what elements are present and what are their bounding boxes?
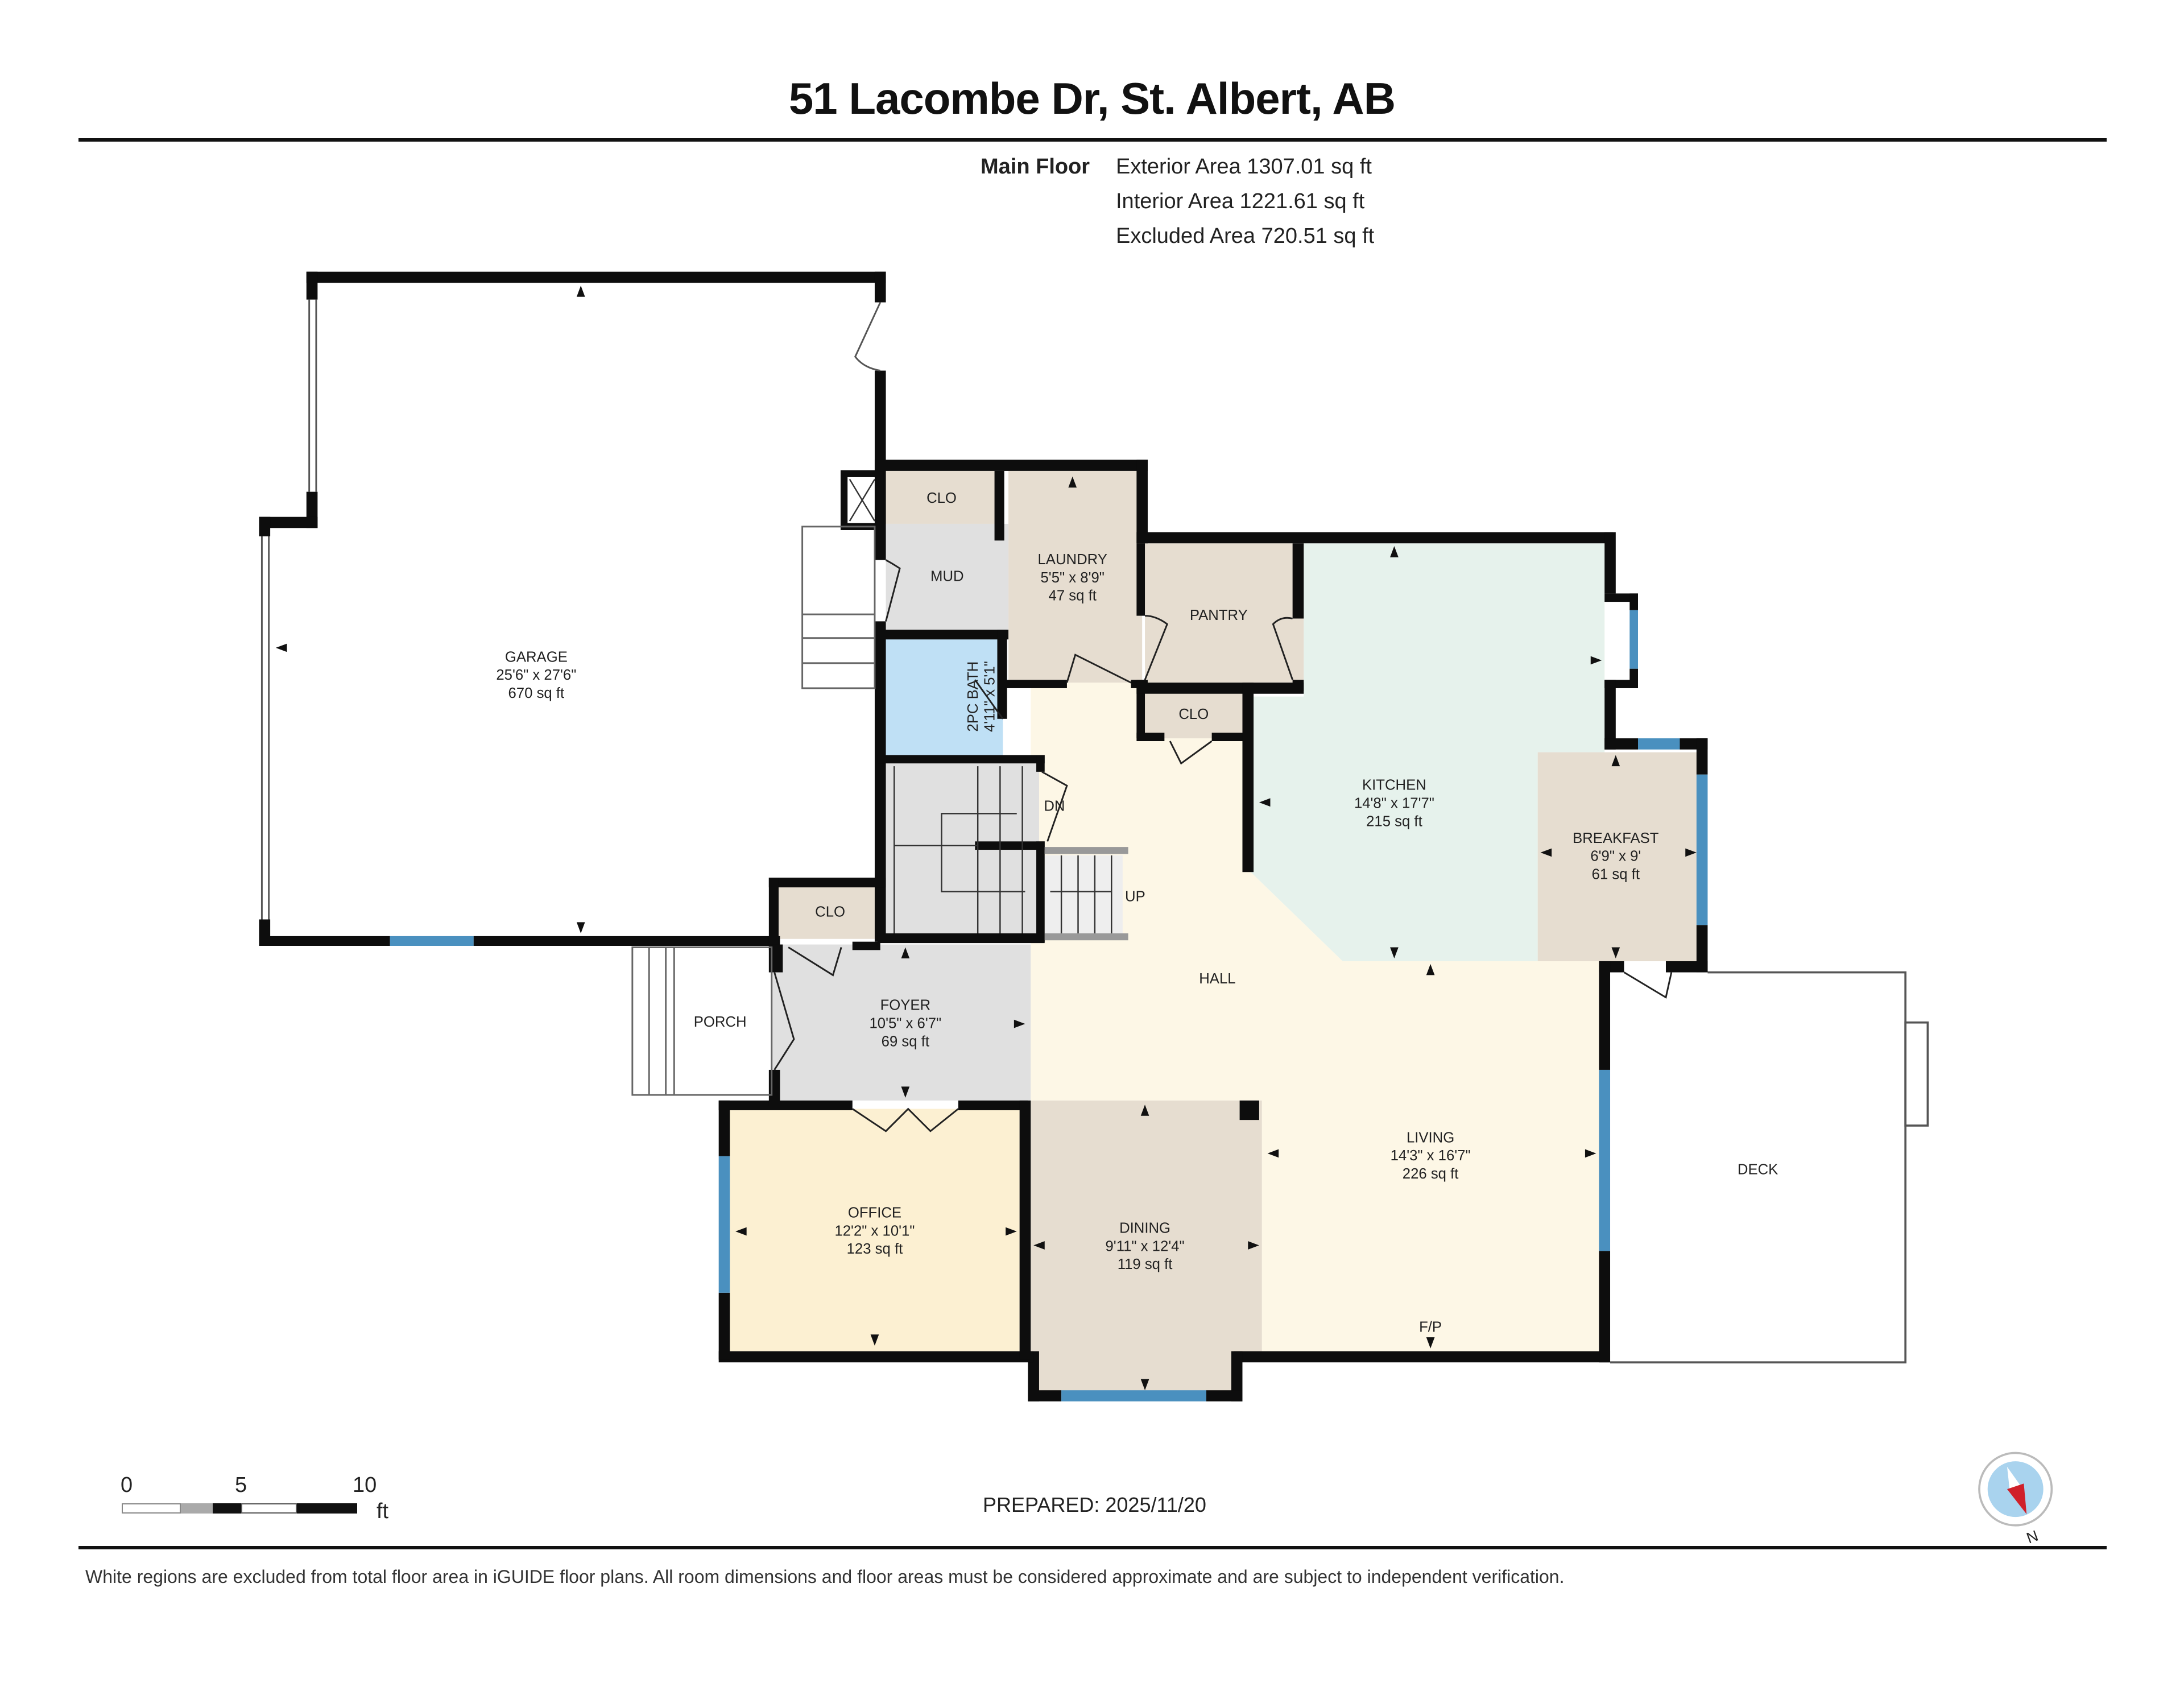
- compass-north-label: N: [2024, 1527, 2041, 1547]
- laundry-floor: [1008, 470, 1143, 683]
- foyer-floor: [771, 944, 1031, 1101]
- bath-dims: 4'11" x 5'1": [982, 661, 998, 732]
- scale-segment: [213, 1503, 241, 1514]
- garage-floor: [267, 278, 880, 939]
- stairs-floor: [886, 763, 1039, 939]
- header-divider: [78, 138, 2107, 142]
- breakfast-area: 61 sq ft: [1592, 866, 1640, 882]
- clo-foyer-floor: [777, 886, 878, 939]
- mud-label: MUD: [930, 568, 964, 584]
- kitchen-area: 215 sq ft: [1366, 813, 1422, 829]
- footer-divider: [78, 1546, 2107, 1549]
- scale-unit: ft: [377, 1499, 389, 1523]
- stairs-up-label: UP: [1125, 889, 1145, 905]
- stairs-up-floor: [1044, 855, 1123, 936]
- door-swings: [774, 559, 1673, 1132]
- stair-rails: [1044, 847, 1128, 941]
- laundry-label: LAUNDRY: [1038, 552, 1107, 568]
- breakfast-dims: 6'9" x 9': [1590, 849, 1641, 865]
- office-label: OFFICE: [848, 1205, 901, 1221]
- scale-segment: [241, 1503, 297, 1514]
- breakfast-floor: [1537, 752, 1699, 961]
- living-label: LIVING: [1407, 1130, 1454, 1146]
- exterior-area: Exterior Area 1307.01 sq ft: [1116, 155, 1372, 179]
- scale-segment: [122, 1503, 181, 1514]
- mud-floor: [886, 523, 1009, 630]
- dimension-arrows: [275, 286, 1697, 1391]
- garage-area: 670 sq ft: [508, 685, 565, 701]
- deck-label: DECK: [1738, 1162, 1778, 1178]
- garage-steps: [801, 526, 876, 689]
- scale-segment: [181, 1503, 213, 1514]
- living-area: 226 sq ft: [1403, 1166, 1459, 1182]
- office-floor: [727, 1109, 1020, 1351]
- fireplace-label: F/P: [1419, 1319, 1442, 1335]
- prepared-date: PREPARED: 2025/11/20: [983, 1493, 1206, 1516]
- foyer-dims: 10'5" x 6'7": [870, 1015, 942, 1031]
- deck-outline: [1610, 971, 1929, 1364]
- excluded-area: Excluded Area 720.51 sq ft: [1116, 224, 1375, 248]
- scale-segment: [297, 1503, 357, 1514]
- foyer-label: FOYER: [880, 998, 931, 1014]
- laundry-dims: 5'5" x 8'9": [1041, 570, 1105, 586]
- pantry-floor: [1145, 543, 1304, 683]
- kitchen-label: KITCHEN: [1362, 778, 1426, 793]
- kitchen-floor: [1251, 543, 1605, 961]
- scale-bar: 0 5 10 ft: [119, 1473, 404, 1530]
- compass-icon: N: [1978, 1452, 2053, 1547]
- garage-door-lines: [260, 299, 882, 920]
- page-title: 51 Lacombe Dr, St. Albert, AB: [788, 73, 1396, 123]
- stair-treads: [894, 766, 1112, 936]
- breakfast-label: BREAKFAST: [1573, 830, 1659, 846]
- scale-tick-5: 5: [235, 1473, 247, 1497]
- dining-floor: [1031, 1100, 1262, 1394]
- bath-floor: [886, 638, 1003, 758]
- hall-label: HALL: [1199, 971, 1235, 987]
- dining-dims: 9'11" x 12'4": [1106, 1238, 1185, 1254]
- stairs-down-label: DN: [1044, 798, 1065, 814]
- room-fills: [267, 278, 1699, 1394]
- room-labels: GARAGE 25'6" x 27'6" 670 sq ft CLO MUD L…: [496, 490, 1778, 1335]
- office-area: 123 sq ft: [847, 1241, 903, 1257]
- clo-hall-label: CLO: [1178, 706, 1209, 722]
- bath-label: 2PC BATH: [965, 661, 981, 732]
- pantry-label: PANTRY: [1190, 607, 1248, 623]
- dining-area: 119 sq ft: [1118, 1256, 1173, 1272]
- clo-foyer-label: CLO: [815, 904, 845, 920]
- scale-tick-10: 10: [353, 1473, 377, 1497]
- dining-label: DINING: [1119, 1220, 1170, 1236]
- garage-label: GARAGE: [505, 649, 568, 665]
- disclaimer: White regions are excluded from total fl…: [85, 1566, 1565, 1587]
- clo-mud-label: CLO: [926, 490, 957, 506]
- porch-label: PORCH: [694, 1014, 747, 1030]
- garage-dims: 25'6" x 27'6": [496, 667, 576, 683]
- windows: [390, 610, 1708, 1401]
- scale-tick-0: 0: [121, 1473, 133, 1497]
- walls: [259, 271, 1708, 1401]
- office-dims: 12'2" x 10'1": [834, 1223, 915, 1239]
- clo-hall-floor: [1145, 693, 1243, 739]
- closet-x-icon: [849, 478, 876, 522]
- living-dims: 14'3" x 16'7": [1391, 1148, 1471, 1164]
- laundry-area: 47 sq ft: [1049, 588, 1097, 604]
- porch-steps: [631, 946, 773, 1096]
- hall-floor: [1008, 683, 1605, 1354]
- floor-label: Main Floor: [981, 155, 1090, 179]
- kitchen-dims: 14'8" x 17'7": [1354, 796, 1434, 812]
- clo-mud-floor: [886, 470, 1000, 524]
- foyer-area: 69 sq ft: [882, 1033, 929, 1049]
- interior-area: Interior Area 1221.61 sq ft: [1116, 189, 1365, 213]
